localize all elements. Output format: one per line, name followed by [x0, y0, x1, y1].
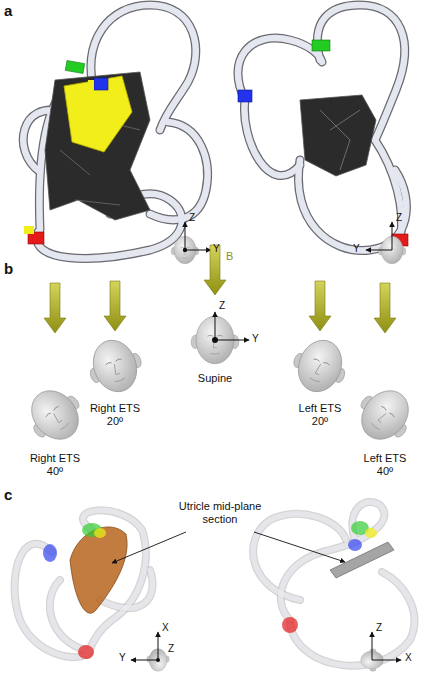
panel-letter: a: [4, 2, 12, 19]
position-label: Left ETS 20º: [289, 402, 351, 427]
axis-label: Z: [219, 300, 225, 312]
position-label: Right ETS 20º: [84, 402, 146, 427]
panel-letter: b: [4, 260, 13, 277]
axis-label: Z: [396, 212, 402, 224]
position-label: Left ETS 40º: [354, 452, 416, 477]
axis-label: Y: [119, 652, 126, 664]
axis-label: X: [162, 622, 169, 634]
axis-label: Y: [213, 243, 220, 255]
axis-label: Z: [376, 622, 382, 634]
axis-label: Z: [168, 643, 174, 655]
panel-letter: c: [4, 486, 12, 503]
axis-label: Y: [353, 243, 360, 255]
position-label: Right ETS 40º: [24, 452, 86, 477]
position-label: Supine: [198, 372, 232, 385]
axis-label: Y: [252, 333, 259, 345]
axis-label: Z: [189, 212, 195, 224]
axis-label: X: [405, 652, 412, 664]
field-label: B: [226, 250, 233, 263]
callout-label: Utricle mid-plane section: [168, 500, 272, 525]
